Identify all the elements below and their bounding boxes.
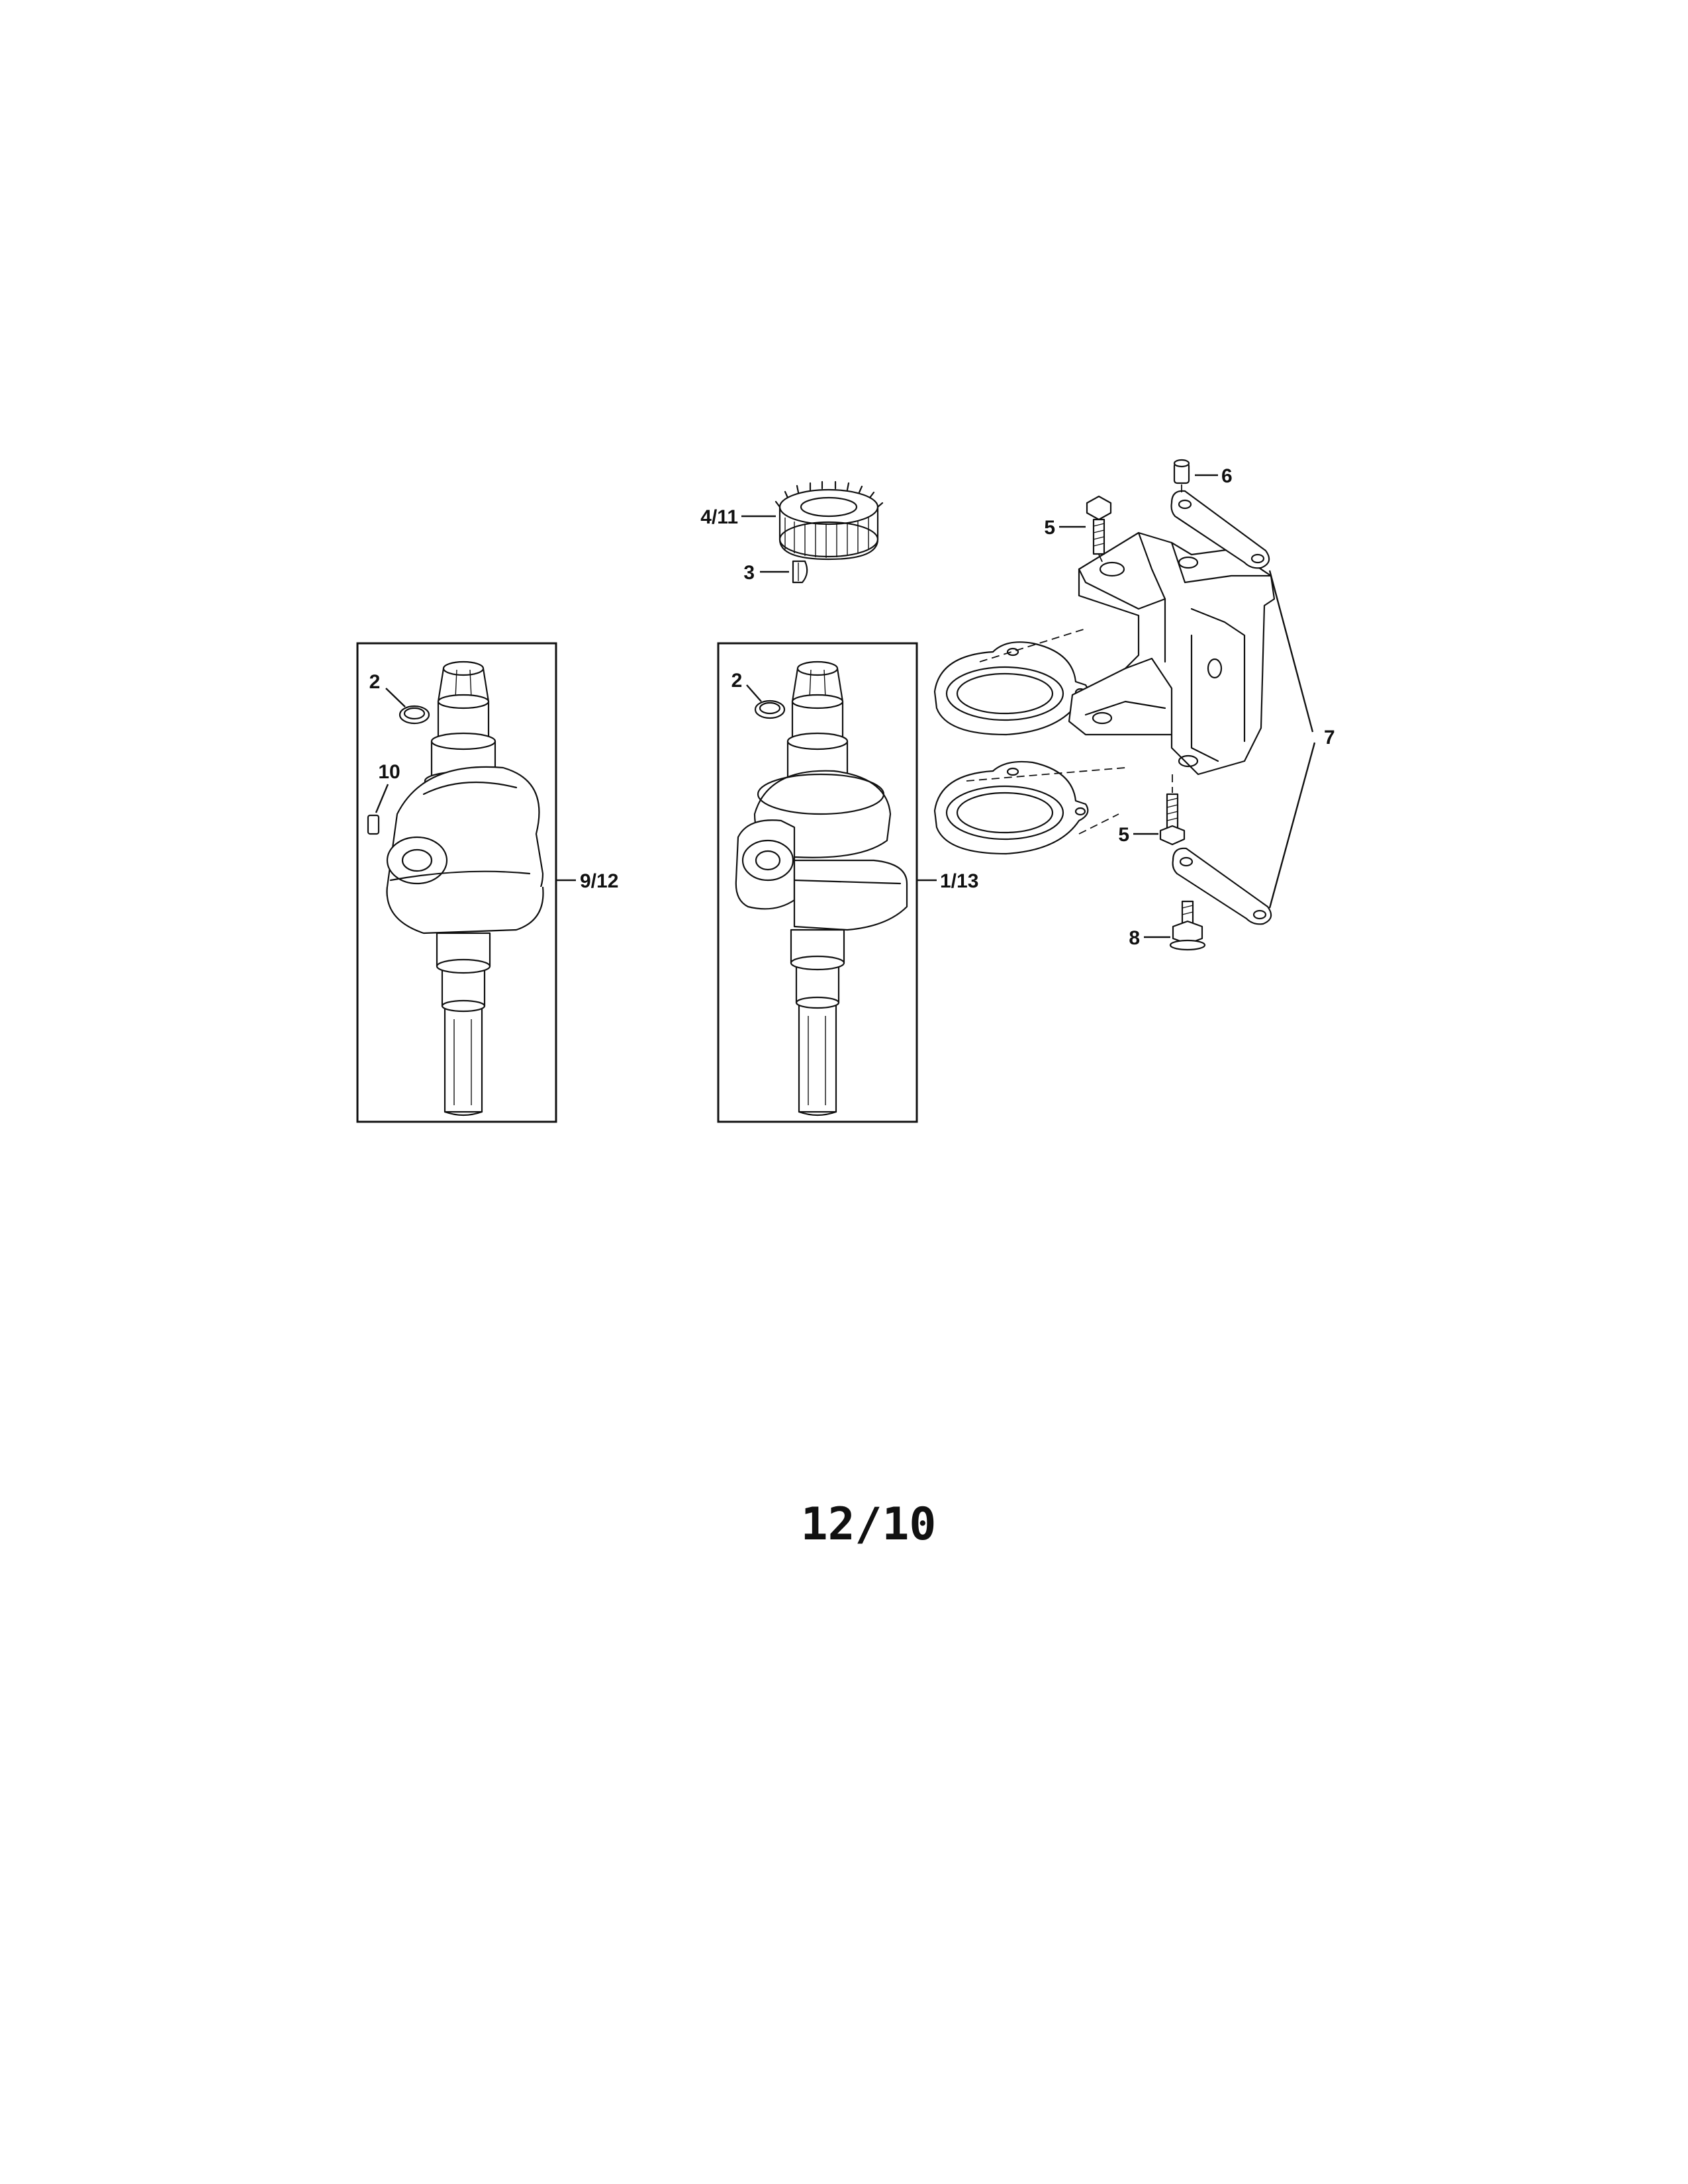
callout-key-top: 3 <box>743 562 755 584</box>
bolt-lower <box>1159 774 1186 846</box>
crankshaft-left-drawing <box>386 660 544 1116</box>
crankshaft-right-frame <box>717 642 918 1123</box>
callout-bolt-upper: 5 <box>1044 517 1055 539</box>
crankshaft-right-drawing <box>735 660 908 1116</box>
crankshaft-left-frame <box>356 642 557 1123</box>
link-plate-lower <box>1172 847 1272 925</box>
callout-gear: 4/11 <box>700 506 738 528</box>
callout-screw-top: 6 <box>1221 465 1233 487</box>
crank-gear-group: 4/11 3 <box>700 480 884 584</box>
crankshaft-assembly-left: 2 10 9/12 <box>356 642 618 1123</box>
callout-crankshaft-right: 1/13 <box>940 870 978 892</box>
seal-ring-upper <box>933 641 1089 736</box>
crank-gear <box>774 480 884 561</box>
callout-crankshaft-left: 9/12 <box>580 870 618 892</box>
link-plate-upper <box>1170 490 1270 569</box>
key-top <box>792 560 808 584</box>
callout-bracket: 7 <box>1324 727 1335 749</box>
ring-left <box>399 705 430 725</box>
ring-right <box>754 700 786 719</box>
screw-top <box>1173 459 1190 496</box>
callout-ring-right: 2 <box>731 670 743 692</box>
callout-bolt-lower: 5 <box>1118 824 1129 846</box>
seal-ring-lower <box>933 760 1089 855</box>
balancer-bracket-group: 6 5 5 8 7 <box>933 459 1335 951</box>
page-code: 12/10 <box>801 1498 937 1551</box>
bolt-bottom <box>1169 900 1206 951</box>
callout-bolt-bottom: 8 <box>1129 927 1140 949</box>
bolt-upper <box>1086 495 1112 567</box>
crankshaft-assembly-right: 2 1/13 <box>717 642 978 1123</box>
key-left <box>367 814 380 835</box>
callout-key-left: 10 <box>378 761 400 783</box>
balancer-bracket <box>1068 531 1276 776</box>
callout-ring-left: 2 <box>369 671 381 693</box>
